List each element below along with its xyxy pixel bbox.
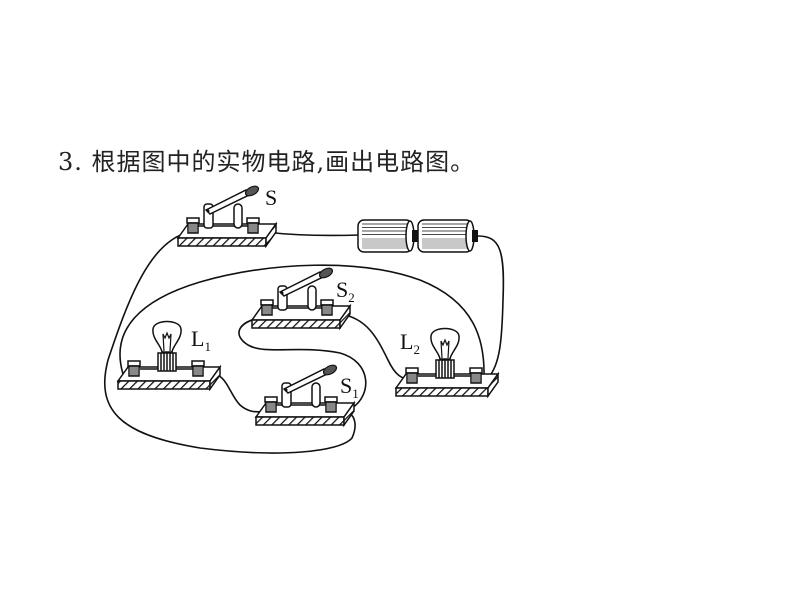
label-switch-s2: S2	[336, 277, 355, 305]
terminal-right	[469, 367, 483, 384]
switch-handle	[244, 185, 260, 197]
bulb-glass	[430, 327, 460, 360]
switch-handle	[322, 364, 338, 376]
wire-battery-to-l2	[477, 235, 505, 379]
switch-s1	[254, 364, 356, 428]
label-switch-s: S	[265, 185, 277, 210]
label-lamp-l2: L2	[400, 329, 420, 357]
terminal-left	[405, 367, 419, 384]
wire-s1-to-s2	[238, 317, 367, 409]
filament	[440, 338, 450, 359]
lamp-l1	[116, 320, 222, 392]
terminal-left	[260, 299, 274, 316]
question-body: 根据图中的实物电路,画出电路图。	[91, 148, 476, 176]
question-text: 3. 根据图中的实物电路,画出电路图。	[58, 142, 475, 177]
question-number: 3.	[58, 148, 83, 176]
bulb-glass	[152, 320, 182, 353]
battery-cell	[357, 219, 418, 253]
terminal-left	[186, 217, 200, 234]
switch-s2	[250, 267, 352, 331]
wire-s-to-s1-outer	[103, 231, 356, 454]
label-lamp-l1: L1	[191, 326, 211, 354]
terminal-right	[246, 217, 260, 234]
wire-l1-to-s1	[213, 372, 263, 413]
lamp-l2	[394, 327, 500, 399]
battery-cell	[417, 219, 478, 253]
filament	[162, 331, 172, 352]
terminal-right	[320, 299, 334, 316]
terminal-right	[324, 396, 338, 413]
wire-s-to-battery	[264, 231, 361, 237]
label-switch-s1: S1	[340, 373, 359, 401]
wire-l1-to-l2	[119, 264, 485, 379]
switch-s	[176, 185, 278, 249]
terminal-right	[191, 360, 205, 377]
battery	[357, 219, 478, 253]
terminal-left	[264, 396, 278, 413]
terminal-left	[127, 360, 141, 377]
wires	[103, 231, 505, 454]
switch-handle	[318, 267, 334, 279]
